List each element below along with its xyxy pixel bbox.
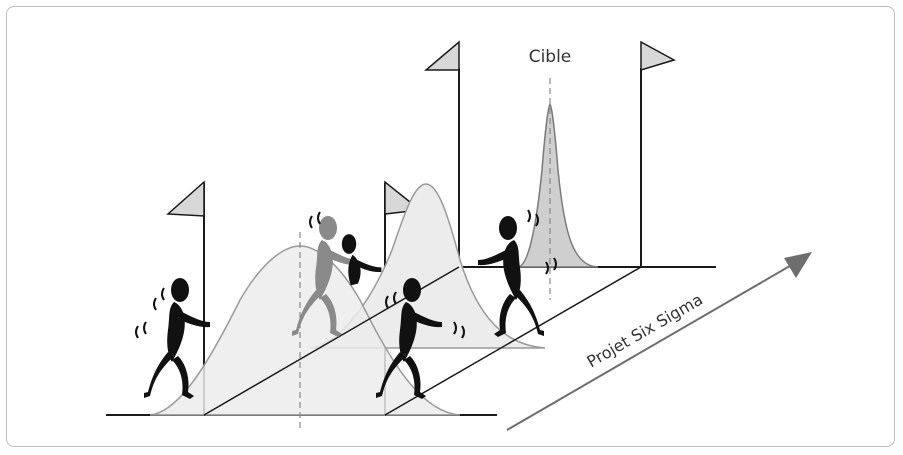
motion-marks	[135, 209, 557, 339]
middle-distribution-curve	[309, 183, 546, 349]
flag-right-target-icon	[640, 40, 676, 72]
arrow-head-icon	[784, 252, 812, 278]
runner-middle-front-icon	[341, 234, 382, 286]
project-arrow	[506, 252, 812, 431]
target-plane	[430, 68, 716, 268]
flag-left-target-icon	[423, 40, 460, 71]
target-label: Cible	[529, 47, 572, 67]
project-label: Projet Six Sigma	[584, 290, 706, 372]
target-distribution-curve	[517, 103, 599, 268]
flag-front-left-icon	[166, 180, 205, 217]
